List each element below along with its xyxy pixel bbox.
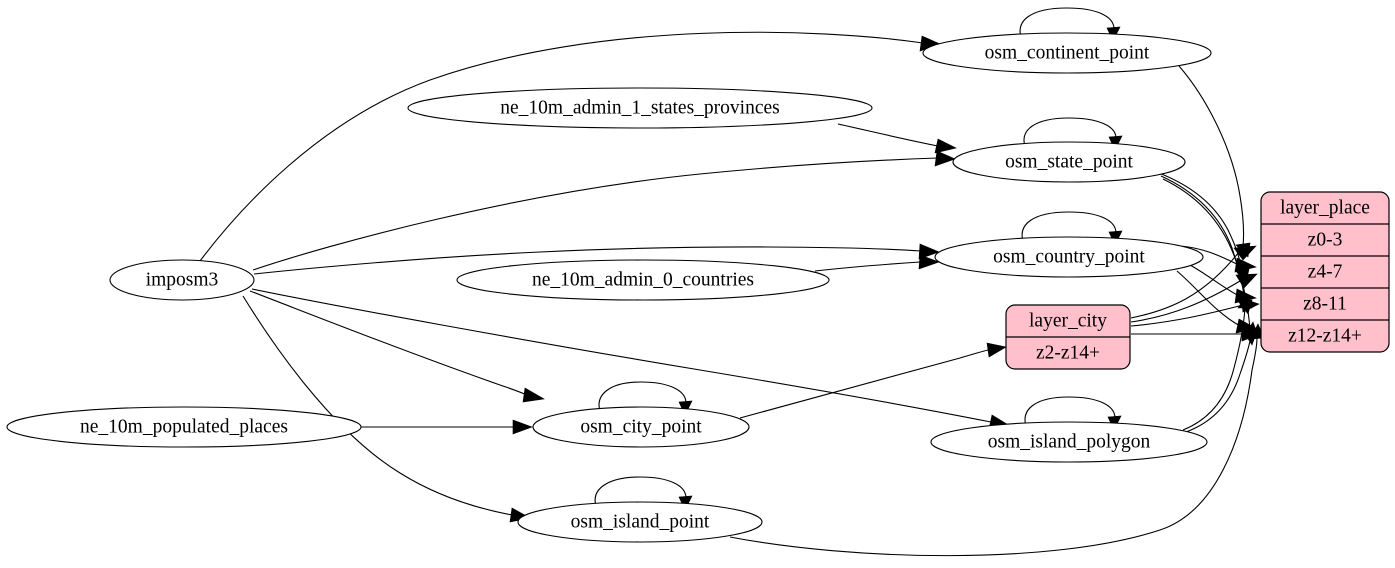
edge-layer-city-to-layer-place-z0-3	[1130, 245, 1257, 319]
edge-layer-city-to-layer-place-z4-7	[1130, 273, 1258, 323]
node-ne-10m-admin-1-states-provinces[interactable]: ne_10m_admin_1_states_provinces	[407, 87, 873, 129]
edge-ne-states-to-osm-state-point	[837, 123, 957, 154]
node-osm-city-point[interactable]: osm_city_point	[532, 406, 750, 448]
edge-osm-continent-point-to-layer-place-z0-3	[1178, 65, 1251, 258]
node-ne-10m-populated-places[interactable]: ne_10m_populated_places	[6, 406, 362, 448]
node-osm-island-point[interactable]: osm_island_point	[517, 501, 763, 543]
edge-layer	[199, 7, 1265, 557]
node-osm-island-polygon[interactable]: osm_island_polygon	[930, 421, 1208, 463]
node-layer: imposm3 ne_10m_admin_1_states_provinces …	[6, 32, 1212, 543]
node-osm-continent-point[interactable]: osm_continent_point	[922, 32, 1212, 74]
edge-ne-countries-to-osm-country-point	[814, 254, 940, 272]
edge-imposm3-to-osm-country-point	[253, 243, 940, 275]
node-imposm3[interactable]: imposm3	[109, 259, 255, 301]
node-osm-state-point[interactable]: osm_state_point	[952, 141, 1186, 183]
edge-imposm3-to-osm-city-point	[249, 290, 545, 403]
edge-imposm3-to-osm-island-point	[242, 295, 531, 523]
edge-osm-island-polygon-to-layer-place-z8-11	[1182, 293, 1253, 431]
edge-imposm3-to-osm-continent-point	[199, 31, 941, 262]
record-layer: layer_place z0-3 z4-7 z8-11 z12-z14+ lay…	[1005, 191, 1390, 370]
node-osm-country-point[interactable]: osm_country_point	[934, 236, 1204, 278]
record-node-layer-place[interactable]: layer_place z0-3 z4-7 z8-11 z12-z14+	[1260, 191, 1390, 353]
edge-osm-city-point-to-layer-city-z2-z14	[739, 342, 1007, 419]
edge-ne-populated-to-osm-city-point	[361, 419, 533, 435]
node-ne-10m-admin-0-countries[interactable]: ne_10m_admin_0_countries	[456, 259, 830, 301]
edge-imposm3-to-osm-state-point	[252, 150, 956, 271]
record-node-layer-city[interactable]: layer_city z2-z14+	[1005, 304, 1131, 370]
